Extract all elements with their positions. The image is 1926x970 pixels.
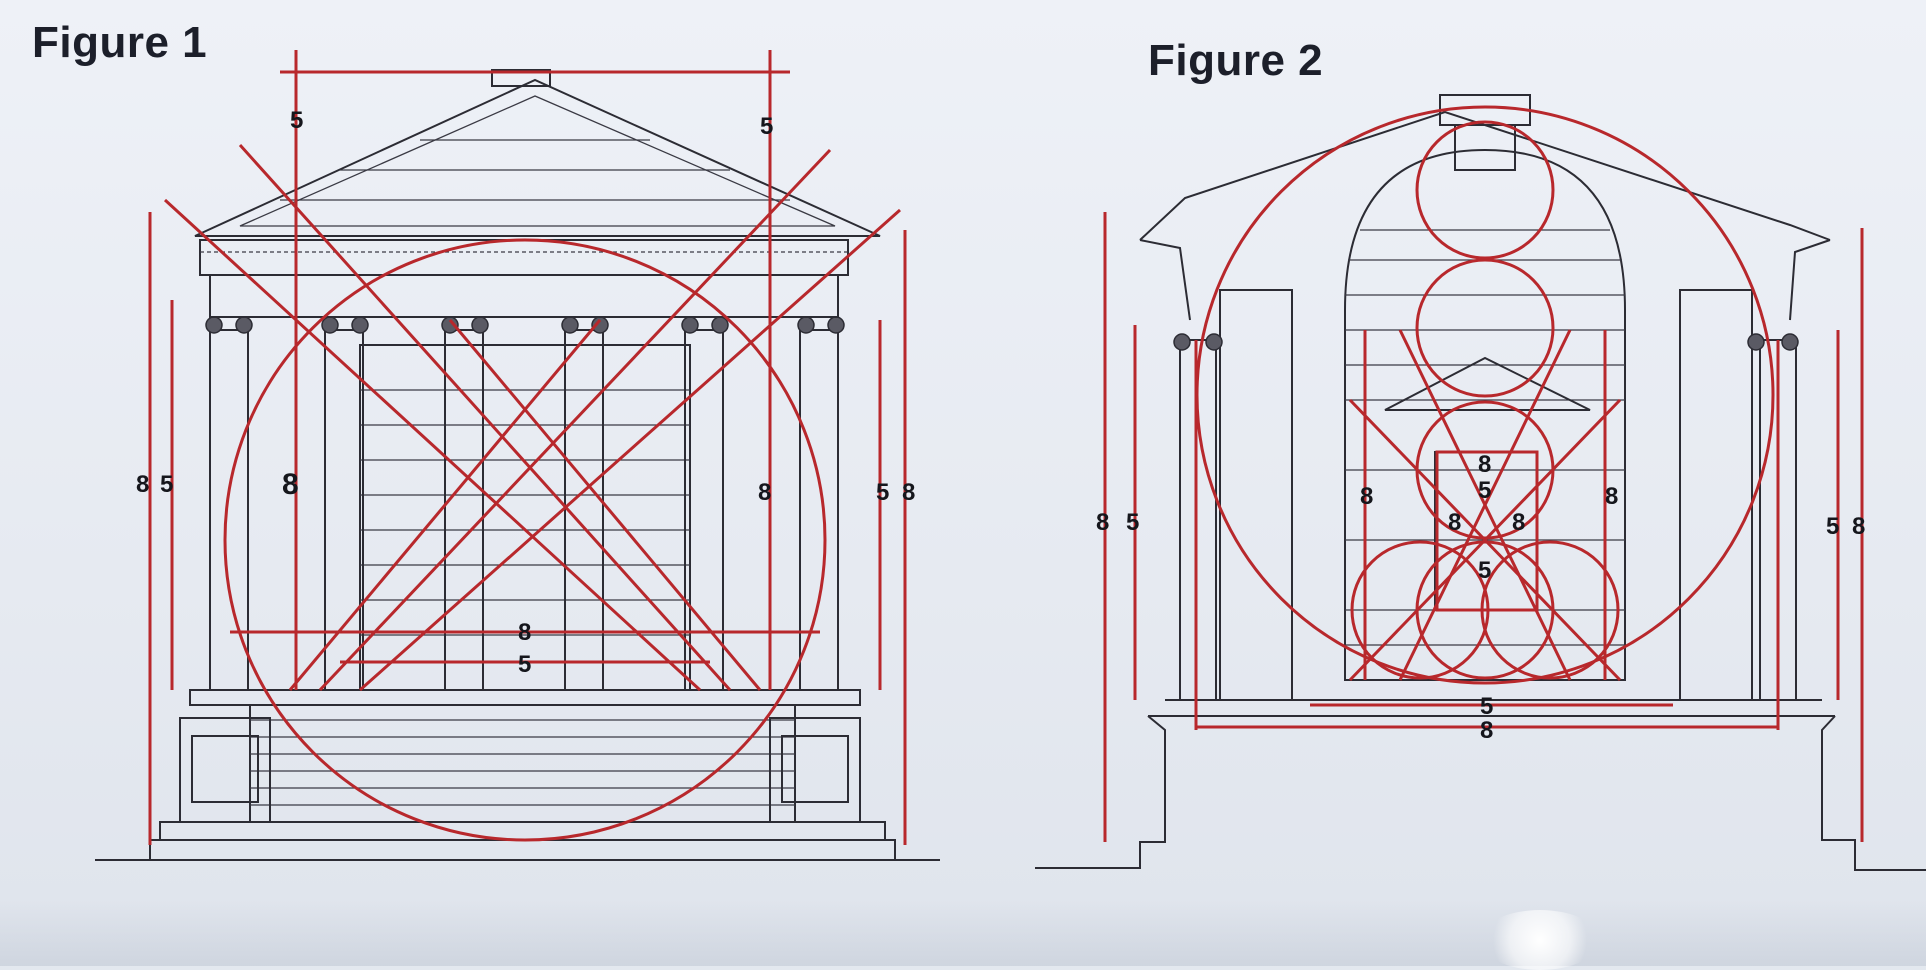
fig2-label-center-5: 5: [1478, 477, 1491, 504]
fig1-pedestal-left-panel: [191, 735, 259, 803]
fig2-label-outer-left: 8: [1096, 509, 1109, 536]
fig2-capitals: [1173, 333, 1799, 351]
fig1-base-step-2: [159, 821, 886, 841]
fig2-label-inner-left: 5: [1126, 509, 1139, 536]
fig2-right-profile: [1821, 715, 1926, 871]
fig2-pier-right: [1679, 289, 1753, 701]
fig2-label-inner-right: 5: [1826, 513, 1839, 540]
fig2-arched-wall: [1344, 148, 1626, 681]
fig2-label-center-5-lower: 5: [1478, 557, 1491, 584]
fig2-proportion-overlay: [1103, 105, 1864, 842]
fig1-acroterion: [491, 69, 551, 87]
fig2-label-mid-right: 8: [1605, 483, 1618, 510]
fig2-left-profile: [1035, 715, 1166, 869]
figure-1-title: Figure 1: [32, 18, 208, 67]
fig1-label-bottom-8: 8: [518, 619, 531, 646]
fig2-label-outer-right: 8: [1852, 513, 1865, 540]
fig1-cella-wall: [359, 344, 691, 691]
fig1-stylobate: [189, 689, 861, 706]
fig1-podium-courses: [250, 719, 795, 806]
bottom-shadow-band: [0, 900, 1926, 966]
fig2-roof-line: [1139, 110, 1831, 241]
fig1-capitals: [205, 316, 845, 334]
fig1-pediment-inner: [239, 95, 836, 227]
fig1-pedestal-left: [179, 717, 271, 823]
fig1-proportion-overlay: [148, 50, 907, 845]
fig2-label-center-top: 8: [1478, 451, 1491, 478]
fig1-label-outer-left: 8: [136, 471, 149, 498]
light-glare: [1480, 910, 1600, 970]
fig1-label-top-left: 5: [290, 107, 303, 134]
figure-2-facade: 8 5 8 8 8 5 8 8 5 5 8 5 8: [1035, 94, 1926, 871]
fig2-right-cornice: [1789, 239, 1831, 321]
fig1-label-outer-right: 8: [902, 479, 915, 506]
fig1-base-step: [149, 839, 896, 861]
fig2-keystone-block: [1454, 124, 1516, 171]
fig2-left-cornice: [1139, 239, 1191, 321]
fig2-label-center-8-left: 8: [1448, 509, 1461, 536]
fig1-columns: [209, 329, 839, 691]
fig1-label-inner-left: 5: [160, 471, 173, 498]
fig2-door-pediment: [1384, 356, 1591, 411]
fig1-pedestal-right: [769, 717, 861, 823]
fig1-cella-courses: [360, 389, 690, 636]
fig1-label-center-left: 8: [282, 468, 299, 501]
fig2-pier-left: [1219, 289, 1293, 701]
fig2-label-center-8-right: 8: [1512, 509, 1525, 536]
figure-1-temple: 5 5 8 5 8 8 5 8 8 5: [95, 50, 940, 861]
figure-2-title: Figure 2: [1148, 36, 1324, 85]
fig1-label-inner-right: 5: [876, 479, 889, 506]
fig1-pediment: [194, 78, 881, 237]
fig1-pediment-courses: [280, 139, 790, 201]
fig2-label-bottom-8: 8: [1480, 717, 1493, 744]
fig1-pedestal-right-panel: [781, 735, 849, 803]
fig2-column-left: [1179, 339, 1217, 701]
fig1-label-top-right: 5: [760, 113, 773, 140]
fig1-label-bottom-5: 5: [518, 651, 531, 678]
fig1-architrave: [209, 274, 839, 318]
fig2-label-mid-left: 8: [1360, 483, 1373, 510]
fig1-label-center-right: 8: [758, 479, 771, 506]
fig2-label-bottom-5: 5: [1480, 693, 1493, 720]
